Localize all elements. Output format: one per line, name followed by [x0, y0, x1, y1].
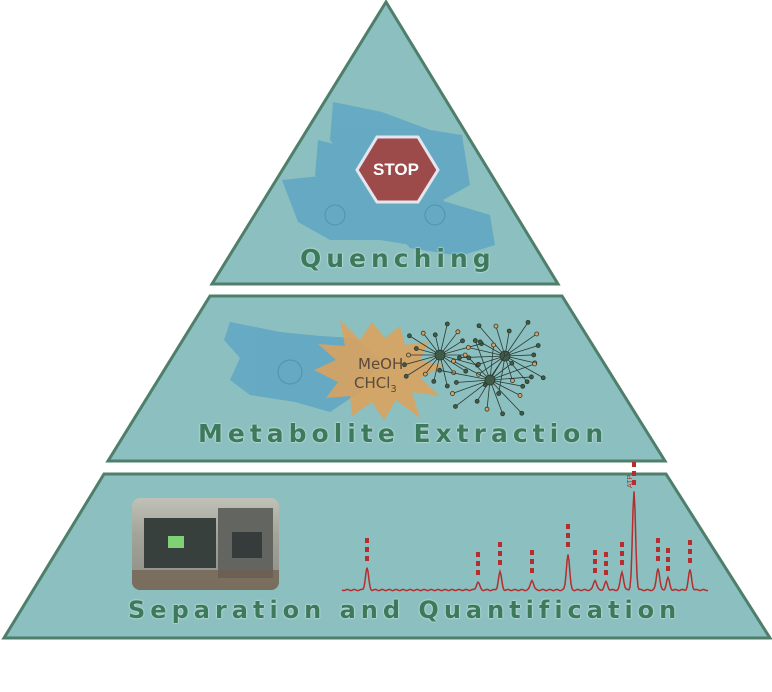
solvent-meoh: MeOH: [358, 355, 404, 373]
solvent-chcl: CHCl: [354, 374, 391, 392]
peak-tick-mark: [566, 533, 570, 538]
peak-tick-mark: [593, 559, 597, 564]
peak-tick-mark: [530, 559, 534, 564]
peak-tick-mark: [688, 549, 692, 554]
metabolite-network-icon: [402, 319, 546, 417]
peak-tick-mark: [688, 558, 692, 563]
peak-tick-mark: [498, 560, 502, 565]
solvent-burst-icon: [314, 320, 444, 420]
peak-tick-mark: [604, 561, 608, 566]
peak-tick-mark: [666, 548, 670, 553]
peak-tick-mark: [365, 538, 369, 543]
peak-tick-mark: [476, 570, 480, 575]
tier-label-separation: Separation and Quantification: [128, 596, 682, 624]
peak-labels: ATP: [365, 462, 692, 575]
peak-tick-mark: [632, 462, 636, 467]
peak-tick-mark: [530, 550, 534, 555]
peak-tick-mark: [604, 570, 608, 575]
peak-tick-mark: [566, 542, 570, 547]
peak-tick-mark: [365, 556, 369, 561]
peak-tick-mark: [656, 556, 660, 561]
peak-tick-mark: [498, 542, 502, 547]
peak-tick-mark: [593, 568, 597, 573]
instrument-photo: [132, 498, 279, 590]
peak-tick-mark: [632, 471, 636, 476]
peak-tick-mark: [620, 560, 624, 565]
peak-tick-mark: [604, 552, 608, 557]
peak-tick-mark: [476, 552, 480, 557]
peak-tick-mark: [656, 538, 660, 543]
stop-sign-icon: [355, 135, 440, 204]
peak-tick-mark: [688, 540, 692, 545]
peak-tick-mark: [666, 557, 670, 562]
peak-tick-mark: [593, 550, 597, 555]
tier-label-quenching: Quenching: [300, 244, 496, 273]
peak-tick-mark: [656, 547, 660, 552]
stop-sign-label: STOP: [373, 160, 419, 179]
peak-tick-mark: [476, 561, 480, 566]
peak-tick-mark: [530, 568, 534, 573]
peak-tick-mark: [566, 524, 570, 529]
solvent-chcl3: CHCl3: [354, 374, 397, 395]
tier-label-extraction: Metabolite Extraction: [198, 419, 609, 448]
peak-tick-mark: [620, 542, 624, 547]
peak-label-atp: ATP: [627, 475, 634, 488]
chromatogram-line: [341, 491, 709, 592]
peak-tick-mark: [620, 551, 624, 556]
peak-tick-mark: [632, 480, 636, 485]
peak-tick-mark: [498, 551, 502, 556]
peak-tick-mark: [666, 566, 670, 571]
solvent-subscript: 3: [390, 384, 397, 395]
peak-tick-mark: [365, 547, 369, 552]
